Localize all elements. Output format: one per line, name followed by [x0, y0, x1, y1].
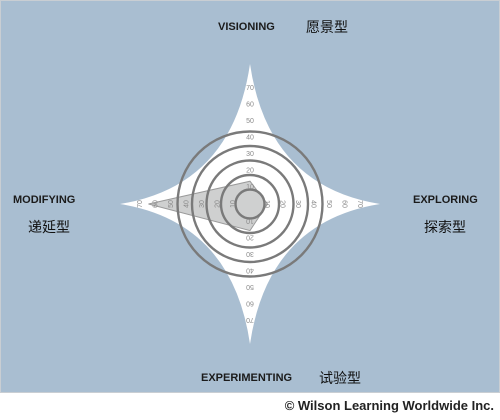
tick-right-30: 30 — [294, 200, 301, 208]
tick-left-30: 30 — [199, 200, 206, 208]
axis-label-modifying-cn: 递延型 — [28, 220, 70, 236]
ring-50 — [176, 130, 324, 278]
tick-bottom-70: 70 — [246, 316, 254, 323]
copyright-notice: © Wilson Learning Worldwide Inc. — [284, 398, 494, 413]
tick-right-60: 60 — [341, 200, 348, 208]
tick-left-50: 50 — [168, 200, 175, 208]
tick-right-50: 50 — [325, 200, 332, 208]
axis-label-experimenting: EXPERIMENTING — [201, 372, 293, 384]
axis-label-visioning: VISIONING — [218, 21, 275, 33]
tick-left-20: 20 — [214, 200, 221, 208]
diagram-panel: 10 10 10 10 20 20 20 20 30 30 30 30 40 40 40 40 50 50 50 50… — [0, 0, 500, 393]
axis-label-experimenting-cn: 试验型 — [319, 371, 361, 387]
tick-bottom-40: 40 — [246, 267, 254, 274]
tick-bottom-60: 60 — [246, 300, 254, 307]
axis-label-visioning-cn: 愿景型 — [306, 20, 348, 36]
tick-right-10: 10 — [263, 200, 270, 208]
tick-top-40: 40 — [246, 134, 254, 141]
tick-top-50: 50 — [246, 118, 254, 125]
tick-top-10: 10 — [246, 184, 254, 191]
tick-top-30: 30 — [246, 151, 254, 158]
tick-right-40: 40 — [310, 200, 317, 208]
ring-30 — [205, 159, 295, 249]
tick-left-40: 40 — [183, 200, 190, 208]
tick-left-10: 10 — [230, 200, 237, 208]
tick-bottom-20: 20 — [246, 234, 254, 241]
four-point-star-radar: 10 10 10 10 20 20 20 20 30 30 30 30 40 40 40 40 50 50 50 50… — [1, 1, 499, 392]
tick-top-70: 70 — [246, 85, 254, 92]
tick-right-70: 70 — [356, 200, 363, 208]
tick-bottom-30: 30 — [246, 250, 254, 257]
axis-label-exploring-cn: 探索型 — [424, 220, 466, 236]
ring-40 — [190, 144, 310, 264]
tick-right-20: 20 — [279, 200, 286, 208]
ring-20 — [219, 173, 281, 235]
tick-top-60: 60 — [246, 101, 254, 108]
axis-label-exploring: EXPLORING — [413, 194, 478, 206]
tick-left-60: 60 — [152, 200, 159, 208]
tick-top-20: 20 — [246, 167, 254, 174]
tick-bottom-10: 10 — [246, 217, 254, 224]
ring-10 — [234, 188, 266, 220]
axis-label-modifying: MODIFYING — [13, 194, 76, 206]
tick-left-70: 70 — [137, 200, 144, 208]
tick-bottom-50: 50 — [246, 283, 254, 290]
